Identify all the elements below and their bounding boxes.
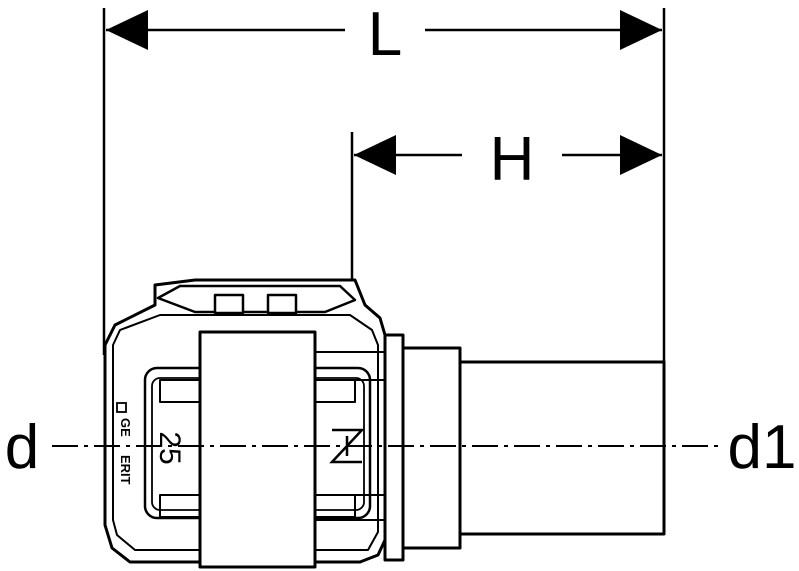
inlet-diameter-label: d (5, 413, 39, 482)
outlet-diameter-label: d1 (728, 413, 797, 482)
dimension-l: L (106, 0, 662, 69)
size-marking: 25 (153, 431, 186, 464)
brand-text-right: ERIT (118, 455, 133, 485)
dimension-h-label: H (490, 125, 535, 194)
brand-text-left: GE (118, 418, 133, 437)
brand-square-icon (116, 402, 127, 413)
fitting-markings: GE ERIT 25 (116, 402, 365, 485)
dimension-l-label: L (368, 0, 402, 69)
fitting-body (103, 278, 666, 569)
dimension-h: H (354, 125, 662, 194)
